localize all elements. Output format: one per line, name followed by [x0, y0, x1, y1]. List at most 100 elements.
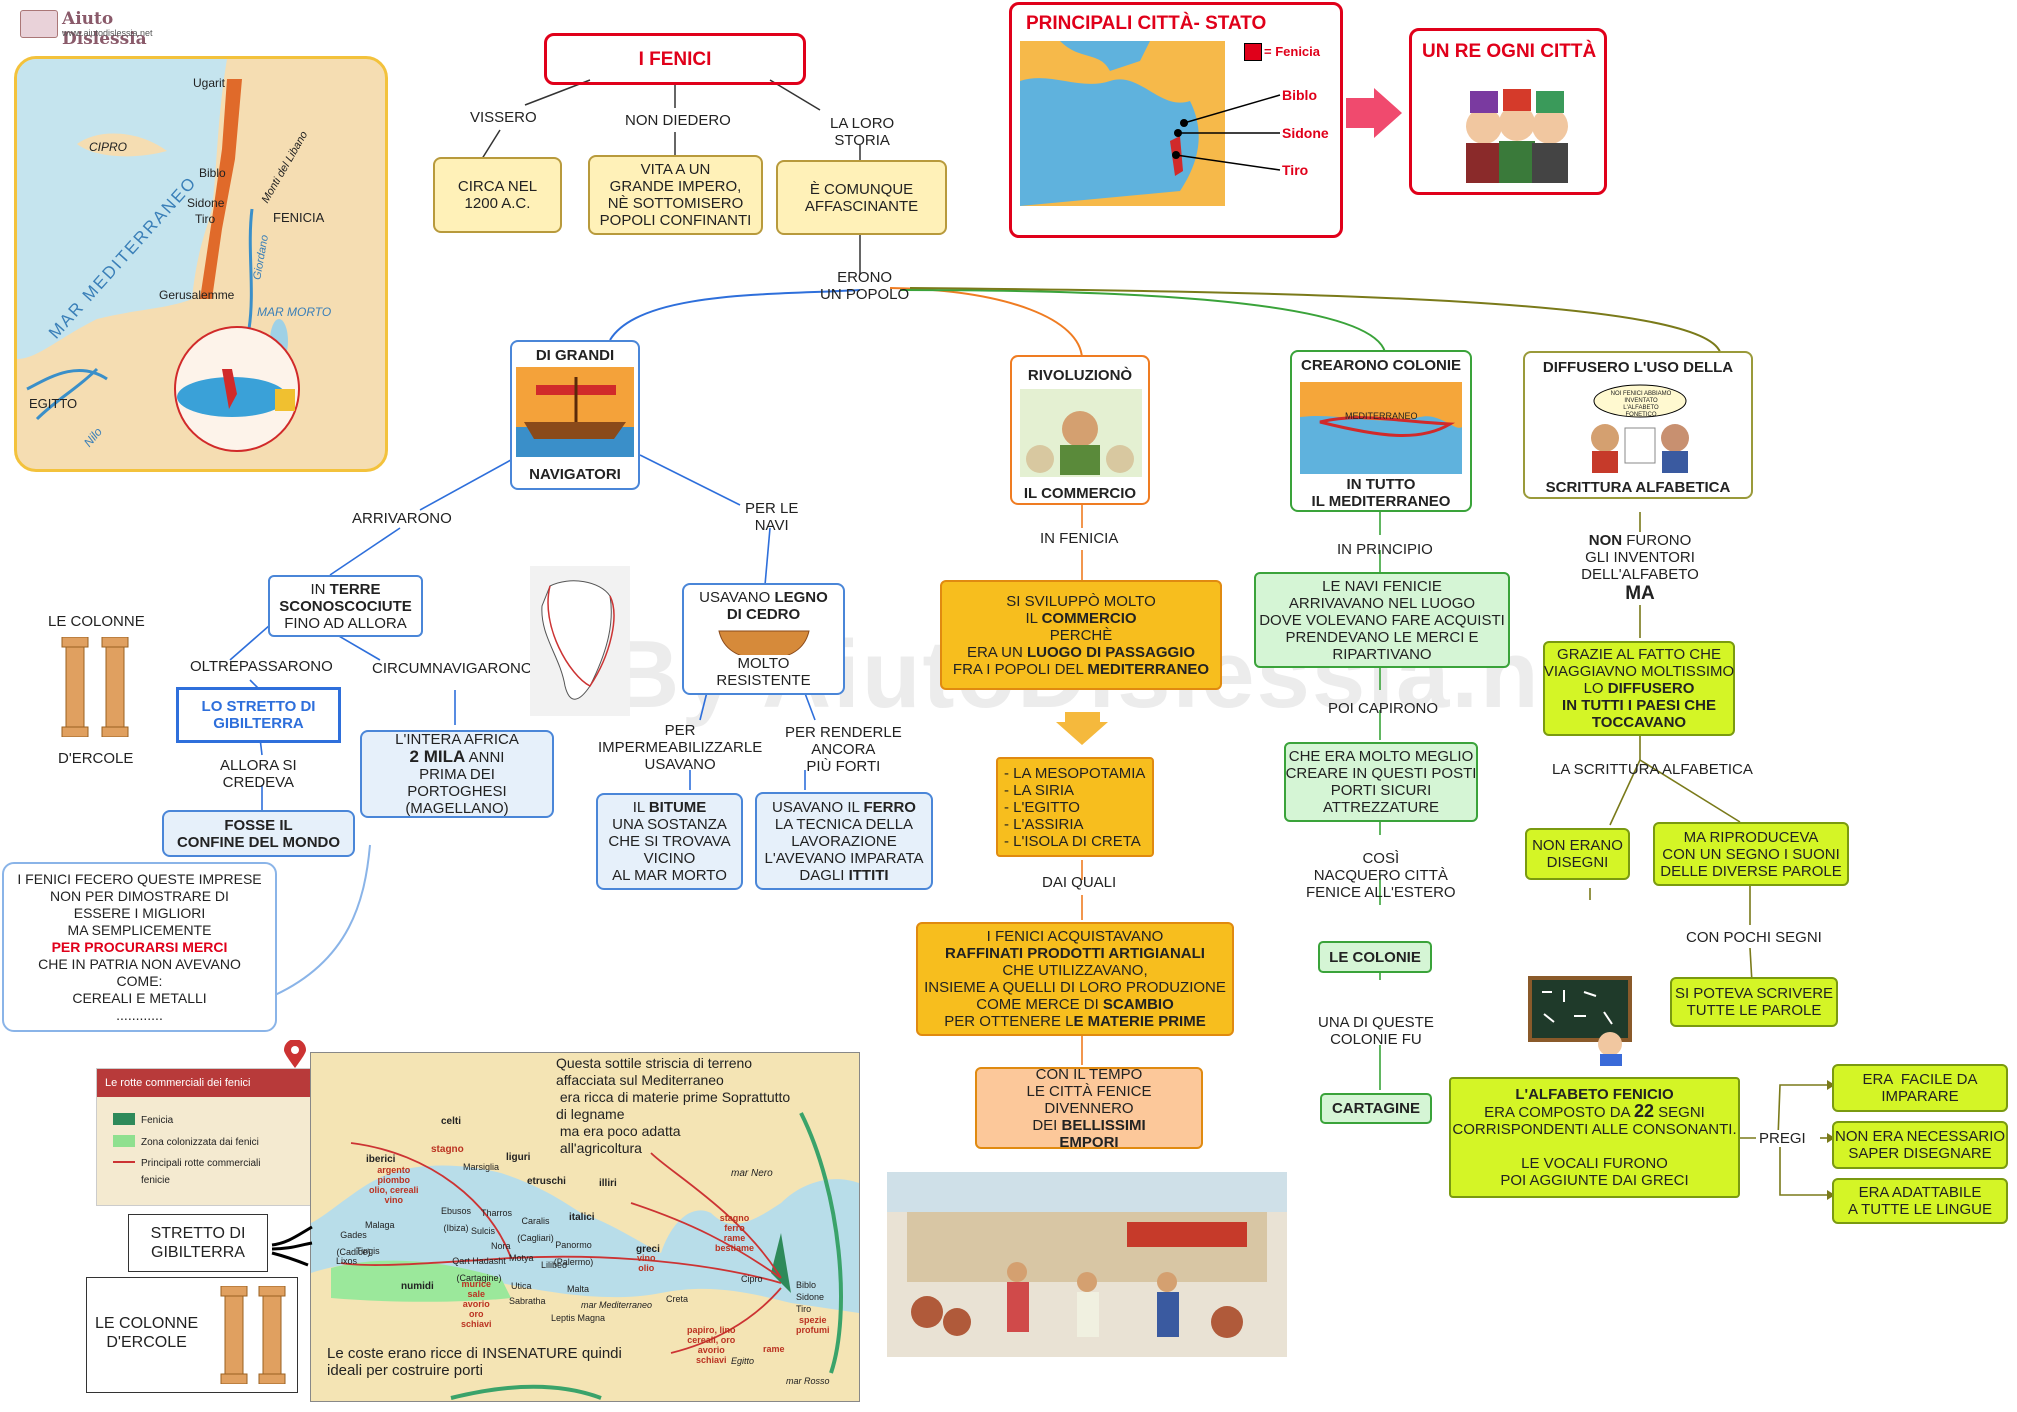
mediterranean-map-label: MEDITERRANEO — [1345, 411, 1418, 421]
box-intera-africa: L'INTERA AFRICA 2 MILA ANNI PRIMA DEI PO… — [360, 730, 554, 818]
place-tharros: Tharros — [481, 1208, 513, 1218]
wooden-boat-icon — [717, 630, 810, 655]
scrittura-bottom: SCRITTURA ALFABETICA — [1545, 479, 1731, 496]
popolo-3: - L'EGITTO — [1004, 798, 1080, 816]
label-pochi-segni: CON POCHI SEGNI — [1686, 929, 1822, 946]
goods-egypt: papiro, lino cereali, oro avorio schiavi — [687, 1325, 736, 1365]
place-numidi: numidi — [401, 1281, 434, 1292]
molto-resistente: MOLTO RESISTENTE — [716, 655, 811, 689]
africa-l4: (MAGELLANO) — [405, 800, 509, 817]
acquistavano-l4: INSIEME A QUELLI DI LORO PRODUZIONE — [924, 979, 1226, 996]
tempo-l2: LE CITTÀ FENICE DIVENNERO — [1026, 1082, 1152, 1117]
box-popoli: - LA MESOPOTAMIA - LA SIRIA - L'EGITTO -… — [996, 757, 1154, 857]
goods-iberia: argento piombo olio, cereali vino — [369, 1165, 419, 1205]
brand-name: Aiuto Dislessia — [62, 9, 147, 49]
sviluppo-l2-pre: IL — [1025, 609, 1042, 627]
label-pregi: PREGI — [1756, 1130, 1809, 1147]
acquistavano-prodotti: RAFFINATI PRODOTTI ARTIGIANALI — [945, 945, 1205, 962]
down-arrow-icon — [1056, 712, 1108, 745]
alphabet-inventors-picture — [1591, 384, 1689, 473]
place-etruschi: etruschi — [527, 1176, 566, 1187]
mediterranean-map: MEDITERRANEO — [1300, 382, 1462, 474]
brand-logo: Aiuto Dislessia www.aiutodislessia.net — [20, 6, 180, 49]
label-vissero: VISSERO — [470, 109, 537, 126]
map-label-ugarit: Ugarit — [193, 76, 226, 90]
place-celti: celti — [441, 1116, 462, 1127]
main-title: I FENICI — [544, 33, 806, 85]
non-furono-text: FURONO GLI INVENTORI DELL'ALFABETO — [1581, 531, 1699, 583]
acquistavano-materie: E MATERIE PRIME — [1073, 1013, 1206, 1030]
sviluppo-commercio: COMMERCIO — [1041, 609, 1137, 627]
popolo-2: - LA SIRIA — [1004, 781, 1075, 799]
legend-colonized-swatch — [113, 1135, 135, 1147]
label-poi-capirono: POI CAPIRONO — [1328, 700, 1439, 717]
place-panormo: Panormo (Palermo) — [553, 1240, 594, 1267]
sviluppo-perche: PERCHÈ — [1049, 626, 1113, 644]
box-colonne-bottom: LE COLONNE D'ERCOLE — [86, 1277, 298, 1393]
ferro-ittiti: ITTITI — [848, 866, 889, 884]
city-states-map — [1020, 41, 1225, 206]
box-molto-meglio: CHE ERA MOLTO MEGLIO CREARE IN QUESTI PO… — [1284, 742, 1478, 822]
label-una-di-queste: UNA DI QUESTE COLONIE FU — [1318, 1014, 1434, 1048]
acquistavano-l6-pre: PER OTTENERE L — [944, 1013, 1074, 1030]
legno-bold: LEGNO DI CEDRO — [726, 589, 828, 623]
place-greci: greci — [636, 1244, 660, 1255]
label-per-le-navi: PER LE NAVI — [745, 500, 799, 534]
box-empori: CON IL TEMPO LE CITTÀ FENICE DIVENNERO D… — [975, 1066, 1203, 1151]
market-scene-picture — [887, 1172, 1287, 1357]
colonie-bottom-2: IL MEDITERRANEO — [1311, 493, 1451, 510]
legno-pre: USAVANO — [699, 589, 775, 606]
fenicia-legend-swatch — [1244, 43, 1262, 61]
place-iberici: iberici — [366, 1154, 396, 1165]
tempo-empori: EMPORI — [1059, 1133, 1119, 1151]
ferro-bold: FERRO — [863, 798, 916, 816]
grazie-diffusero: DIFFUSERO — [1607, 680, 1695, 697]
label-rendere-forti: PER RENDERLE ANCORA PIÙ FORTI — [785, 724, 902, 775]
map-pin-icon — [284, 1040, 306, 1068]
box-navi-fenicie: LE NAVI FENICIE ARRIVAVANO NEL LUOGO DOV… — [1254, 572, 1510, 668]
non-furono-ma: MA — [1625, 582, 1655, 604]
legend-route-label: Principali rotte commerciali fenicie — [141, 1158, 261, 1186]
box-pregio-disegnare: NON ERA NECESSARIO SAPER DISEGNARE — [1832, 1121, 2008, 1169]
goods-africa: murice sale avorio oro schiavi — [461, 1279, 492, 1329]
box-le-colonie: LE COLONIE — [1318, 941, 1432, 973]
place-stagno: stagno — [431, 1144, 464, 1155]
sviluppo-l4-pre: ERA UN — [966, 643, 1027, 661]
box-sviluppo-commercio: SI SVILUPPÒ MOLTO IL COMMERCIO PERCHÈ ER… — [940, 580, 1222, 690]
place-mar-nero: mar Nero — [731, 1168, 773, 1179]
label-colonne-top: LE COLONNE — [48, 613, 145, 630]
place-biblo: Biblo — [796, 1280, 817, 1290]
alfabeto-title: L'ALFABETO FENICIO — [1515, 1086, 1674, 1103]
label-non-diedero: NON DIEDERO — [625, 112, 731, 129]
legend-fenicia-label: Fenicia — [141, 1115, 174, 1126]
place-lilibeo: Lilibeo — [541, 1260, 568, 1270]
box-poteva-scrivere: SI POTEVA SCRIVERE TUTTE LE PAROLE — [1670, 977, 1838, 1027]
rivoluziono-top: RIVOLUZIONÒ — [1027, 367, 1133, 384]
box-circa-1200: CIRCA NEL 1200 A.C. — [433, 157, 562, 233]
acquistavano-l3: CHE UTILIZZAVANO, — [1002, 962, 1148, 979]
colonie-top: CREARONO COLONIE — [1300, 357, 1461, 374]
tempo-bellissimi: BELLISSIMI — [1061, 1116, 1146, 1134]
place-tiro: Tiro — [796, 1304, 812, 1314]
box-acquistavano: I FENICI ACQUISTAVANO RAFFINATI PRODOTTI… — [916, 922, 1234, 1036]
routes-legend: Le rotte commerciali dei fenici Fenicia … — [96, 1068, 312, 1206]
grazie-paesi: IN TUTTI I PAESI CHE TOCCAVANO — [1562, 697, 1716, 731]
box-pregio-adattabile: ERA ADATTABILE A TUTTE LE LINGUE — [1832, 1178, 2008, 1224]
pointer-arrows-icon — [271, 1225, 313, 1267]
map-label-egitto: EGITTO — [29, 396, 78, 411]
place-sabratha: Sabratha — [509, 1296, 546, 1306]
arrow-right-icon — [1346, 88, 1402, 138]
box-stretto-bottom: STRETTO DI GIBILTERRA — [128, 1214, 268, 1272]
place-lixos: Lixos — [336, 1256, 358, 1266]
label-arrivarono: ARRIVARONO — [352, 510, 452, 527]
box-pregio-facile: ERA FACILE DA IMPARARE — [1832, 1064, 2008, 1112]
acquistavano-l5-pre: COME MERCE DI — [976, 996, 1103, 1013]
acquistavano-l1: I FENICI ACQUISTAVANO — [986, 928, 1164, 945]
label-allora-credeva: ALLORA SI CREDEVA — [220, 757, 297, 791]
box-vita-impero: VITA A UN GRANDE IMPERO, NÈ SOTTOMISERO … — [588, 155, 763, 235]
scrittura-top: DIFFUSERO L'USO DELLA — [1542, 359, 1734, 376]
book-icon — [20, 10, 58, 38]
terre-post: FINO AD ALLORA — [284, 614, 407, 632]
africa-2-mila: 2 MILA — [409, 747, 466, 766]
place-leptis-magna: Leptis Magna — [551, 1313, 606, 1323]
